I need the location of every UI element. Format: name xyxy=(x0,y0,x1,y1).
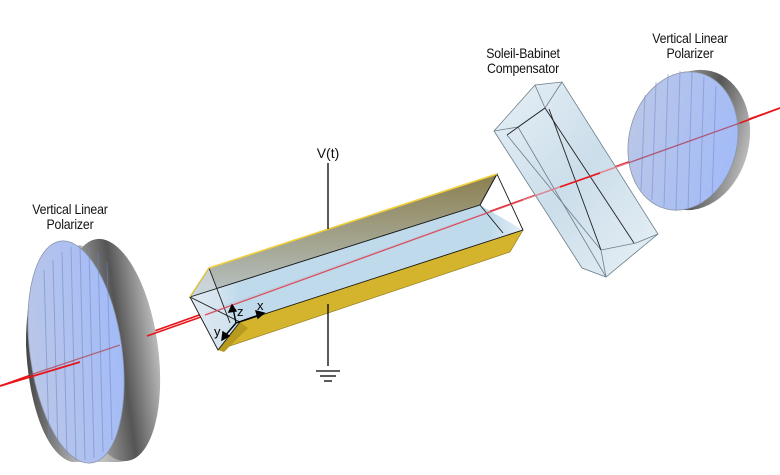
compensator-label-line1: Soleil-Babinet xyxy=(486,45,560,61)
beam-segment-left xyxy=(0,361,81,387)
beam-segment-right xyxy=(739,107,780,124)
crystal-inner-face xyxy=(190,268,230,350)
right-polarizer-label: Vertical Linear Polarizer xyxy=(644,31,736,61)
axis-label-x: x xyxy=(257,298,264,313)
left-polarizer-label-line2: Polarizer xyxy=(46,216,94,232)
left-polarizer-label: Vertical Linear Polarizer xyxy=(24,202,116,232)
electro-optic-crystal xyxy=(189,173,524,352)
crystal-body xyxy=(190,205,523,350)
compensator-label-line2: Compensator xyxy=(486,60,560,76)
soleil-babinet-compensator xyxy=(493,81,659,278)
compensator-edges xyxy=(493,81,659,278)
right-polarizer-label-line2: Polarizer xyxy=(666,45,714,61)
coordinate-axes-icon xyxy=(221,303,266,342)
compensator-label: Soleil-Babinet Compensator xyxy=(475,46,572,76)
right-polarizer xyxy=(627,69,780,211)
voltage-label: V(t) xyxy=(317,145,340,161)
axis-label-z: z xyxy=(237,304,244,319)
axis-label-y: y xyxy=(214,324,221,339)
right-polarizer-label-line1: Vertical Linear xyxy=(652,30,728,46)
left-polarizer xyxy=(0,238,216,464)
left-polarizer-face xyxy=(27,240,125,464)
left-polarizer-label-line1: Vertical Linear xyxy=(32,201,108,217)
beam-through-right-polarizer xyxy=(627,122,741,164)
ground-symbol-icon xyxy=(316,370,340,382)
beam-through-left-polarizer xyxy=(29,344,121,376)
compensator-body xyxy=(494,82,658,277)
beam-inside-crystal xyxy=(204,199,524,316)
